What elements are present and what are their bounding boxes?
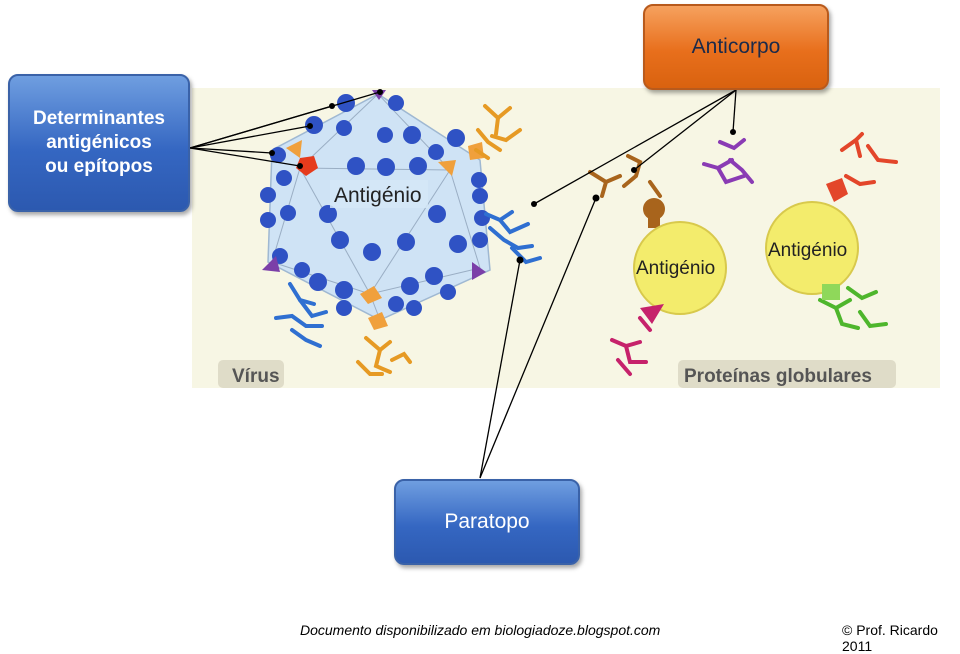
virus-caption-panel: Vírus [218, 360, 284, 388]
protein-1 [633, 198, 727, 324]
antigen-label-protein-2: Antigénio [768, 240, 847, 261]
anticorpo-box: Anticorpo [643, 4, 829, 90]
virus-capsid [260, 90, 491, 330]
footer-document: Documento disponibilizado em biologiadoz… [300, 622, 661, 638]
footer-copyright: © Prof. Ricardo 2011 [842, 622, 938, 654]
anticorpo-label: Anticorpo [691, 35, 781, 58]
antigen-label-protein-1: Antigénio [636, 258, 715, 279]
figure-background-top-left [285, 88, 625, 102]
determinantes-line-3: ou epítopos [45, 156, 153, 177]
virus-caption: Vírus [232, 366, 280, 387]
paratopo-label: Paratopo [444, 510, 530, 533]
proteins-caption: Proteínas globulares [684, 366, 872, 387]
protein-2 [765, 178, 859, 300]
proteins-caption-panel: Proteínas globulares [678, 360, 896, 388]
antibodies [274, 104, 898, 376]
connector-lines [189, 89, 737, 479]
determinantes-line-1: Determinantes [33, 108, 165, 129]
connector-dots [269, 89, 736, 264]
determinantes-line-2: antigénicos [46, 132, 152, 153]
paratopo-box: Paratopo [394, 479, 580, 565]
determinantes-box: Determinantes antigénicos ou epítopos [8, 74, 190, 212]
antigen-label-virus: Antigénio [334, 184, 422, 207]
